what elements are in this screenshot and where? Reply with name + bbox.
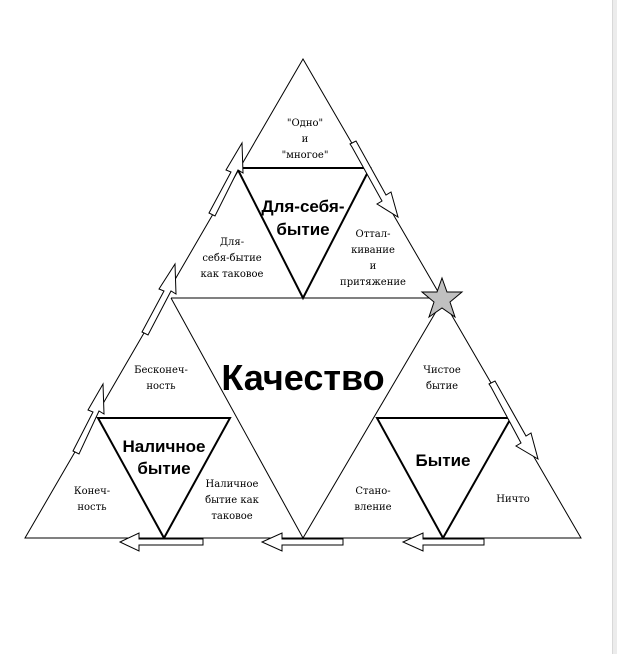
top-triangle-title-line2: бытие	[276, 220, 329, 239]
center-title: Качество	[221, 357, 384, 398]
top-triangle-title-line1: Для-себя-	[261, 197, 344, 216]
right-triangle-title: Бытие	[416, 451, 471, 470]
label-pure-being-1: Чистое	[423, 365, 461, 376]
label-for-itself-1: Для-	[220, 237, 244, 248]
arrow-down-right-icon	[349, 140, 399, 219]
label-becoming-1: Стано-	[355, 486, 390, 497]
label-repulsion-1: Оттал-	[356, 229, 391, 240]
label-becoming-2: вление	[354, 502, 391, 513]
arrow-left-icon	[260, 532, 344, 552]
label-repulsion-4: притяжение	[340, 277, 406, 288]
label-being-there-3: таковое	[211, 511, 252, 522]
label-for-itself-3: как таковое	[201, 269, 264, 280]
label-one-many-3: "многое"	[282, 150, 329, 161]
top-inner-triangle	[235, 167, 372, 301]
left-triangle-title-line2: бытие	[137, 459, 190, 478]
label-finitude-2: ность	[77, 502, 107, 513]
arrow-left-icon	[118, 532, 204, 552]
center-left-line	[170, 297, 304, 539]
center-right-line	[302, 297, 445, 539]
star-icon	[420, 276, 464, 319]
label-repulsion-2: кивание	[351, 245, 395, 256]
label-nothing: Ничто	[496, 494, 530, 505]
arrow-up-right-icon	[208, 141, 244, 217]
left-triangle-title-line1: Наличное	[123, 437, 206, 456]
right-edge-strip	[612, 0, 617, 654]
label-being-there-1: Наличное	[206, 479, 259, 490]
right-inner-triangle	[375, 417, 513, 541]
label-being-there-2: бытие как	[205, 495, 259, 506]
label-one-many-2: и	[302, 134, 309, 145]
arrow-up-right-icon	[72, 382, 105, 455]
left-inner-triangle	[96, 417, 232, 541]
label-one-many-1: "Одно"	[287, 118, 323, 129]
label-infinity-1: Бесконеч-	[134, 365, 188, 376]
label-repulsion-3: и	[370, 261, 377, 272]
label-for-itself-2: себя-бытие	[202, 253, 261, 264]
label-finitude-1: Конеч-	[74, 486, 110, 497]
arrow-up-right-icon	[141, 262, 177, 336]
arrow-down-right-icon	[488, 380, 539, 461]
label-pure-being-2: бытие	[426, 381, 458, 392]
arrow-left-icon	[401, 532, 485, 552]
label-infinity-2: ность	[146, 381, 176, 392]
